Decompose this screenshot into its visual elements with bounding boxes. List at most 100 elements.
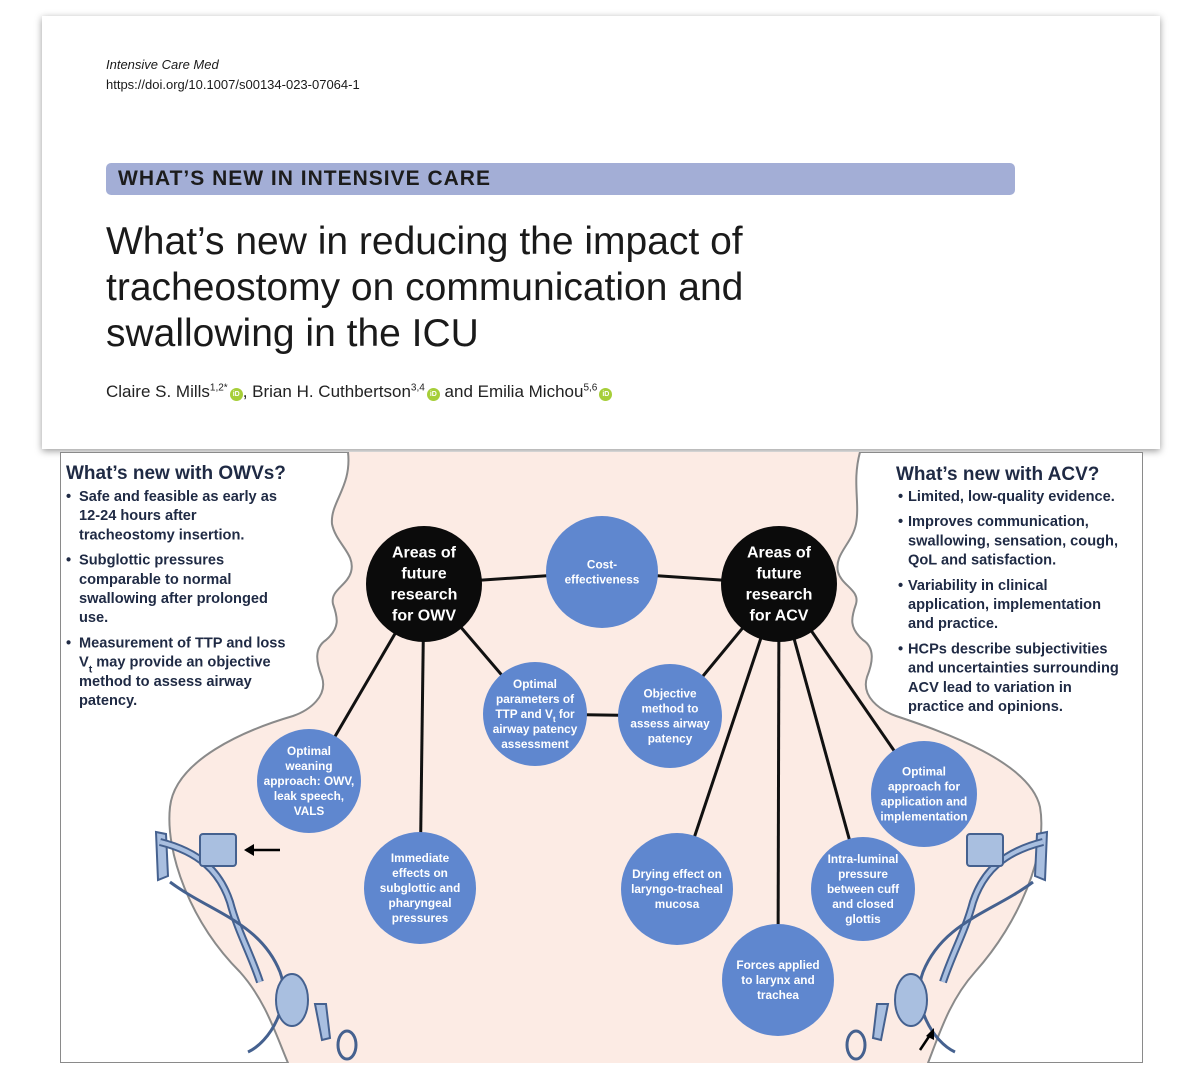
acv-text-panel: What’s new with ACV? • Limited, low-qualit… [896, 464, 1119, 715]
right-tracheostomy-tube-illustration [845, 830, 1049, 1061]
panel-title: What’s new with ACV? [896, 464, 1099, 485]
orcid-icon[interactable]: iD [229, 388, 243, 401]
bullet-line: and uncertainties surrounding [908, 661, 1119, 677]
orcid-icon[interactable]: iD [426, 388, 440, 401]
doi-link[interactable]: https://doi.org/10.1007/s00134-023-07064… [106, 77, 360, 92]
node-circle [811, 837, 915, 941]
bullet-line: ACV lead to variation in [908, 680, 1072, 696]
journal-name: Intensive Care Med [106, 57, 219, 72]
bullet-line: Safe and feasible as early as [79, 489, 277, 505]
node-label-line: weaning [284, 759, 332, 773]
bullet-dot: • [66, 553, 71, 569]
pilot-line [169, 880, 285, 1054]
node-label-line: subglottic and [380, 881, 461, 895]
infographic-figure: What’s new with OWVs? • Safe and feasible … [60, 452, 1143, 1063]
bullet-line: method to assess airway [79, 674, 253, 690]
node-label-line: Optimal [513, 677, 557, 691]
valve-connector [313, 1003, 332, 1042]
connector-line [776, 583, 781, 981]
node-label-line: pharyngeal [389, 896, 452, 910]
cost-effectiveness-node: Cost-effectiveness [546, 516, 658, 628]
node-label-line: assessment [501, 737, 569, 751]
node-label-line: Immediate [391, 851, 450, 865]
hub-label-line: for ACV [750, 607, 809, 624]
bullet-dot: • [898, 489, 903, 505]
section-banner: WHAT’S NEW IN INTENSIVE CARE [106, 163, 1015, 195]
bullet-dot: • [898, 578, 903, 594]
author-affiliation: 1,2* [209, 382, 228, 394]
node-circle [621, 833, 733, 945]
orcid-icon[interactable]: iD [599, 388, 613, 401]
node-label-line: and closed [832, 897, 894, 911]
arrow-head-icon [926, 1028, 934, 1040]
speaking-valve [966, 833, 1004, 867]
author-affiliation: 3,4 [410, 382, 425, 394]
node-circle [618, 664, 722, 768]
node-label-line: leak speech, [274, 789, 344, 803]
bullet-line: comparable to normal [79, 572, 231, 588]
bullet-line: swallowing after prolonged [79, 591, 268, 607]
node-label-line: approach: OWV, [264, 774, 355, 788]
node-label-line: application and [881, 795, 968, 809]
pilot-line [918, 880, 1034, 1054]
node-label-line: Drying effect on [632, 867, 722, 881]
hub-label-line: research [746, 586, 813, 603]
node-label-line: glottis [845, 912, 881, 926]
node-label-line: patency [648, 732, 693, 746]
author-name: Emilia Michou [477, 382, 584, 401]
valve-cap [336, 1029, 358, 1061]
node-label-line: mucosa [655, 897, 700, 911]
bullet-dot: • [66, 635, 71, 651]
node-label-line: approach for [888, 780, 961, 794]
bullet-line: tracheostomy insertion. [79, 527, 244, 543]
author-name: Brian H. Cuthbertson [252, 382, 411, 401]
speaking-valve [199, 833, 237, 867]
bullet-line: practice and opinions. [908, 699, 1063, 715]
node-label-line: TTP and Vt for [495, 707, 575, 724]
bullet-dot: • [898, 641, 903, 657]
valve-connector [871, 1003, 890, 1042]
node-label-line: trachea [757, 988, 799, 1002]
valve-cap [845, 1029, 867, 1061]
bullet-line: Improves communication, [908, 514, 1089, 530]
node-label-line: between cuff [827, 882, 899, 896]
node-label-line: effectiveness [565, 573, 640, 587]
node-label-line: method to [641, 702, 698, 716]
bullet-line: HCPs describe subjectivities [908, 641, 1108, 657]
bullet-line: patency. [79, 693, 137, 709]
bullet-line: QoL and satisfaction. [908, 553, 1056, 569]
author-name: Claire S. Mills [106, 382, 210, 401]
author-affiliation: 5,6 [583, 382, 598, 394]
author-list: Claire S. Mills1,2*iD, Brian H. Cuthbert… [106, 382, 613, 402]
article-header-card [42, 16, 1160, 449]
article-title: What’s new in reducing the impact of tra… [106, 220, 744, 355]
bullet-line: application, implementation [908, 597, 1101, 613]
panel-title: What’s new with OWVs? [66, 463, 286, 484]
node-label-line: airway patency [493, 722, 578, 736]
node-circle [546, 516, 658, 628]
node-circle [722, 924, 834, 1036]
hub-label-line: future [756, 565, 801, 582]
tube-shaft-inner [159, 840, 262, 983]
bullet-line: 12-24 hours after [79, 508, 197, 524]
node-circle [483, 662, 587, 766]
bullet-line: Subglottic pressures [79, 553, 224, 569]
node-label-line: Intra-luminal [828, 852, 899, 866]
hub-label-line: for OWV [392, 607, 456, 624]
pilot-balloon [894, 973, 928, 1027]
node-label-line: Cost- [587, 558, 617, 572]
bullet-dot: • [66, 489, 71, 505]
arrow-head-icon [244, 844, 254, 856]
node-label-line: assess airway [630, 717, 710, 731]
bullet-line: Limited, low-quality evidence. [908, 489, 1115, 505]
bullet-line: use. [79, 610, 108, 626]
